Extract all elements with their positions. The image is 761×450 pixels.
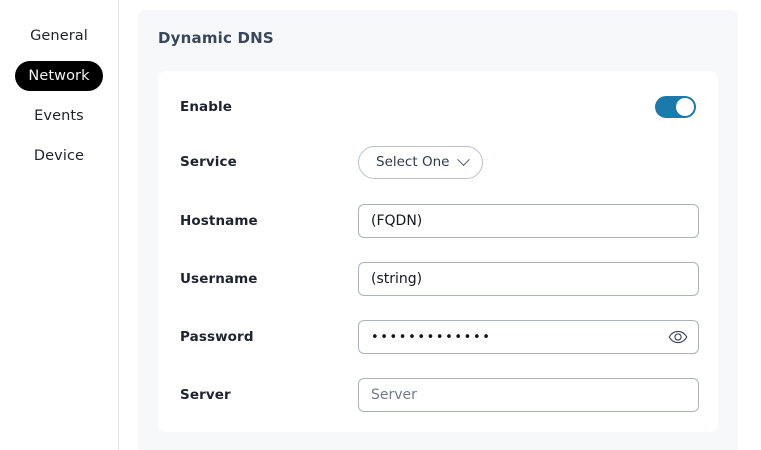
enable-toggle-wrap xyxy=(358,96,696,118)
dynamic-dns-form-card: Enable Service Select One xyxy=(158,71,718,432)
password-control: ••••••••••••• xyxy=(358,320,699,354)
service-select[interactable]: Select One xyxy=(358,145,484,179)
sidebar-item-label: Device xyxy=(33,148,85,164)
username-input[interactable]: (string) xyxy=(358,262,699,296)
hostname-control: (FQDN) xyxy=(358,204,699,238)
page-title: Dynamic DNS xyxy=(158,29,274,47)
form-row-hostname: Hostname (FQDN) xyxy=(180,204,699,238)
sidebar-item-label: Network xyxy=(28,68,90,84)
chevron-down-icon xyxy=(457,152,471,166)
sidebar-item-device[interactable]: Device xyxy=(15,141,103,171)
sidebar-item-label: General xyxy=(30,28,88,44)
server-control: Server xyxy=(358,378,699,412)
hostname-input[interactable]: (FQDN) xyxy=(358,204,699,238)
password-label: Password xyxy=(180,329,254,345)
main-panel: Dynamic DNS Enable Service Select One xyxy=(119,0,761,450)
server-placeholder: Server xyxy=(371,387,417,403)
username-value: (string) xyxy=(371,271,423,287)
hostname-label: Hostname xyxy=(180,213,258,229)
server-label: Server xyxy=(180,387,231,403)
username-control: (string) xyxy=(358,262,699,296)
sidebar-item-network[interactable]: Network xyxy=(15,61,103,91)
service-label: Service xyxy=(180,154,237,170)
sidebar-nav: General Network Events Device xyxy=(0,0,119,450)
service-control: Select One xyxy=(358,145,696,179)
enable-label: Enable xyxy=(180,99,232,115)
toggle-knob xyxy=(676,98,694,116)
password-input[interactable]: ••••••••••••• xyxy=(358,320,699,354)
server-input[interactable]: Server xyxy=(358,378,699,412)
password-value: ••••••••••••• xyxy=(371,329,492,345)
service-select-value: Select One xyxy=(376,154,450,170)
sidebar-item-events[interactable]: Events xyxy=(15,101,103,131)
eye-icon[interactable] xyxy=(667,326,689,348)
form-row-enable: Enable xyxy=(180,90,696,124)
username-label: Username xyxy=(180,271,258,287)
form-row-server: Server Server xyxy=(180,378,699,412)
sidebar-item-label: Events xyxy=(34,108,84,124)
sidebar-item-general[interactable]: General xyxy=(15,21,103,51)
form-row-username: Username (string) xyxy=(180,262,699,296)
hostname-value: (FQDN) xyxy=(371,213,423,229)
enable-toggle[interactable] xyxy=(655,96,696,118)
form-row-password: Password ••••••••••••• xyxy=(180,320,699,354)
form-row-service: Service Select One xyxy=(180,145,696,179)
